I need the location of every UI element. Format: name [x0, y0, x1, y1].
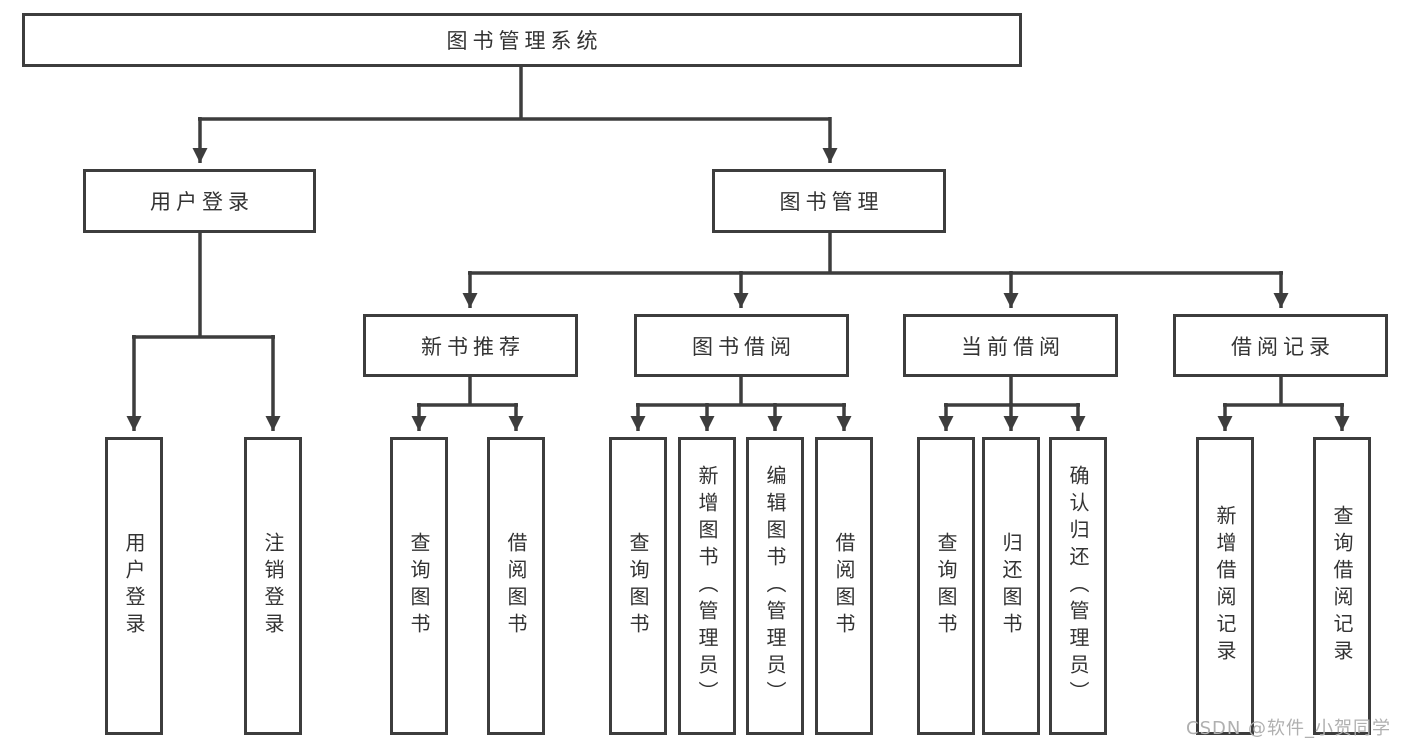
connector-user-login-children — [126, 231, 281, 431]
leaf-add-borrow-record: 新增借阅记录 — [1196, 437, 1254, 735]
leaf-query-books-current-label: 查询图书 — [934, 532, 958, 640]
leaf-confirm-return-admin: 确认归还（管理员） — [1049, 437, 1107, 735]
leaf-query-books-recommend: 查询图书 — [390, 437, 448, 735]
node-book-management: 图书管理 — [712, 169, 946, 233]
connector-root-to-level2 — [192, 66, 838, 163]
node-book-borrowing: 图书借阅 — [634, 314, 849, 377]
leaf-query-books-current: 查询图书 — [917, 437, 975, 735]
node-current-borrowing: 当前借阅 — [903, 314, 1118, 377]
leaf-add-book-admin-label: 新增图书（管理员） — [695, 464, 719, 708]
leaf-query-borrow-record: 查询借阅记录 — [1313, 437, 1371, 735]
node-user-login: 用户登录 — [83, 169, 316, 233]
node-root-system: 图书管理系统 — [22, 13, 1022, 67]
leaf-borrow-book: 借阅图书 — [815, 437, 873, 735]
leaf-query-borrow-record-label: 查询借阅记录 — [1330, 505, 1354, 667]
connector-book-borrow-children — [630, 375, 852, 431]
leaf-borrow-book-recommend-label: 借阅图书 — [504, 532, 528, 640]
leaf-return-book: 归还图书 — [982, 437, 1040, 735]
leaf-logout: 注销登录 — [244, 437, 302, 735]
leaf-edit-book-admin: 编辑图书（管理员） — [746, 437, 804, 735]
leaf-user-login-label: 用户登录 — [122, 532, 146, 640]
leaf-borrow-book-recommend: 借阅图书 — [487, 437, 545, 735]
leaf-logout-label: 注销登录 — [261, 532, 285, 640]
leaf-add-book-admin: 新增图书（管理员） — [678, 437, 736, 735]
leaf-edit-book-admin-label: 编辑图书（管理员） — [763, 464, 787, 708]
leaf-return-book-label: 归还图书 — [999, 532, 1023, 640]
connector-new-book-children — [411, 375, 524, 431]
connector-borrow-record-children — [1217, 375, 1350, 431]
leaf-borrow-book-label: 借阅图书 — [832, 532, 856, 640]
connector-current-borrow-children — [938, 375, 1086, 431]
node-borrowing-records: 借阅记录 — [1173, 314, 1388, 377]
leaf-user-login: 用户登录 — [105, 437, 163, 735]
leaf-query-books-borrow-label: 查询图书 — [626, 532, 650, 640]
leaf-query-books-recommend-label: 查询图书 — [407, 532, 431, 640]
leaf-add-borrow-record-label: 新增借阅记录 — [1213, 505, 1237, 667]
leaf-confirm-return-admin-label: 确认归还（管理员） — [1066, 464, 1090, 708]
connector-book-mgmt-children — [462, 231, 1289, 308]
csdn-watermark: CSDN @软件_小贺同学 — [1186, 718, 1392, 739]
leaf-query-books-borrow: 查询图书 — [609, 437, 667, 735]
node-new-book-recommend: 新书推荐 — [363, 314, 578, 377]
